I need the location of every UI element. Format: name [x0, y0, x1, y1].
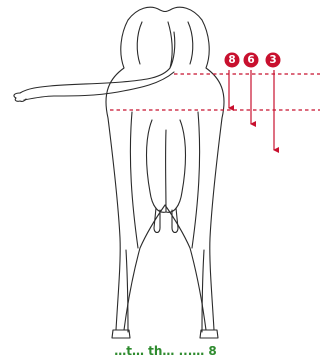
marker-badge-8: 8: [225, 53, 240, 68]
marker-badge-6: 6: [244, 53, 259, 68]
cow-right-lower-leg: [202, 250, 204, 332]
marker-badge-3-label: 3: [269, 54, 276, 66]
marker-badge-6-label: 6: [247, 54, 254, 66]
figure-caption: …t… th… ...… 8: [0, 344, 331, 360]
cow-right-hoof: [200, 330, 218, 338]
cow-back-groove: [137, 22, 142, 64]
cow-left-lower-leg: [126, 250, 128, 332]
cow-outline: [14, 7, 224, 338]
cow-rump-outline: [106, 7, 224, 330]
cow-left-inner-leg: [130, 112, 138, 248]
marker-badge-8-label: 8: [228, 54, 235, 66]
marker-badges: 8 6 3: [225, 53, 281, 68]
marker-badge-3: 3: [266, 53, 281, 68]
cow-tail: [20, 22, 175, 93]
cow-back-groove-right: [188, 22, 193, 64]
cow-left-hoof: [112, 330, 130, 338]
cow-right-inner-leg: [192, 112, 200, 248]
